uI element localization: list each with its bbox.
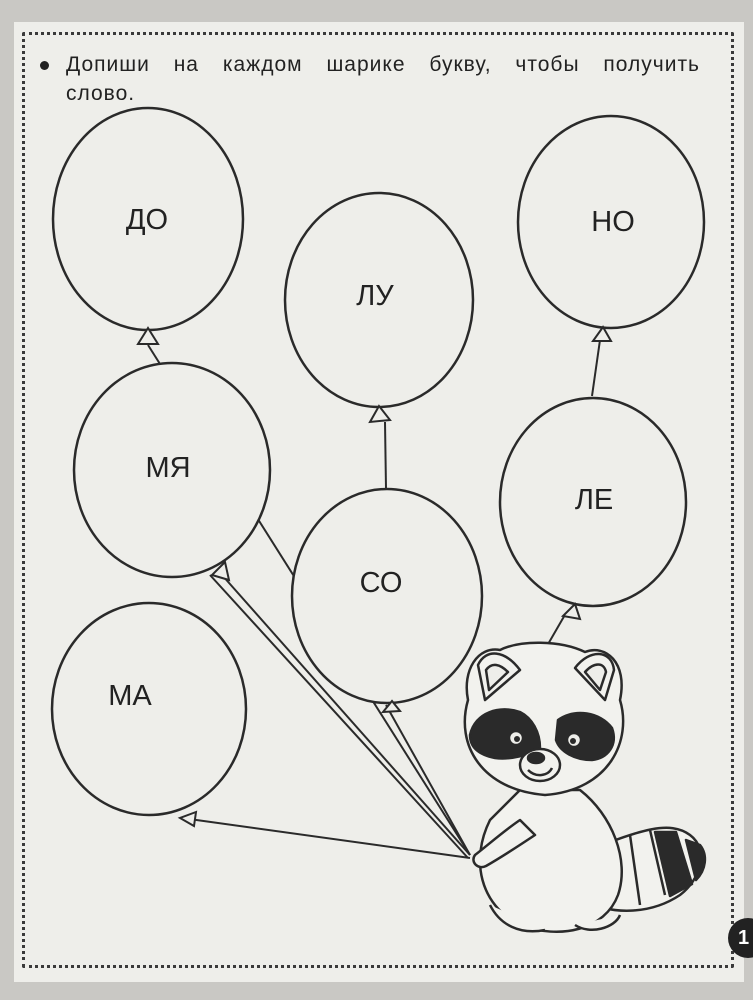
balloon-label: НО xyxy=(591,206,635,238)
balloon-knot xyxy=(560,602,582,621)
balloon-knot xyxy=(210,560,231,582)
balloon-label: ЛУ xyxy=(356,280,394,312)
balloon xyxy=(72,361,272,579)
string xyxy=(384,421,387,490)
raccoon-icon xyxy=(463,641,707,933)
balloon xyxy=(516,114,706,330)
instruction-text: Допиши на каждом шарике букву, чтобы пол… xyxy=(66,53,700,105)
balloon-knot xyxy=(368,404,392,424)
balloon-knot xyxy=(591,325,613,342)
balloon-knot xyxy=(136,326,160,345)
bullet-icon xyxy=(40,61,49,70)
balloon xyxy=(290,487,484,705)
balloon xyxy=(50,601,248,817)
string xyxy=(221,574,471,856)
balloon-knot xyxy=(177,810,198,828)
balloon-label: МЯ xyxy=(145,452,190,484)
task-instruction: Допиши на каждом шарике букву, чтобы пол… xyxy=(40,50,700,108)
balloon-label: ЛЕ xyxy=(575,484,613,516)
balloon-label: ДО xyxy=(126,204,168,236)
balloon-label: СО xyxy=(360,567,403,599)
dotted-frame xyxy=(22,32,734,968)
balloon-label: МА xyxy=(108,680,152,712)
balloon xyxy=(498,396,688,608)
string xyxy=(591,339,601,397)
string xyxy=(385,704,471,856)
string xyxy=(181,817,471,859)
page-number: 1 xyxy=(728,918,753,958)
balloon-knot xyxy=(380,699,402,714)
string xyxy=(209,574,469,859)
